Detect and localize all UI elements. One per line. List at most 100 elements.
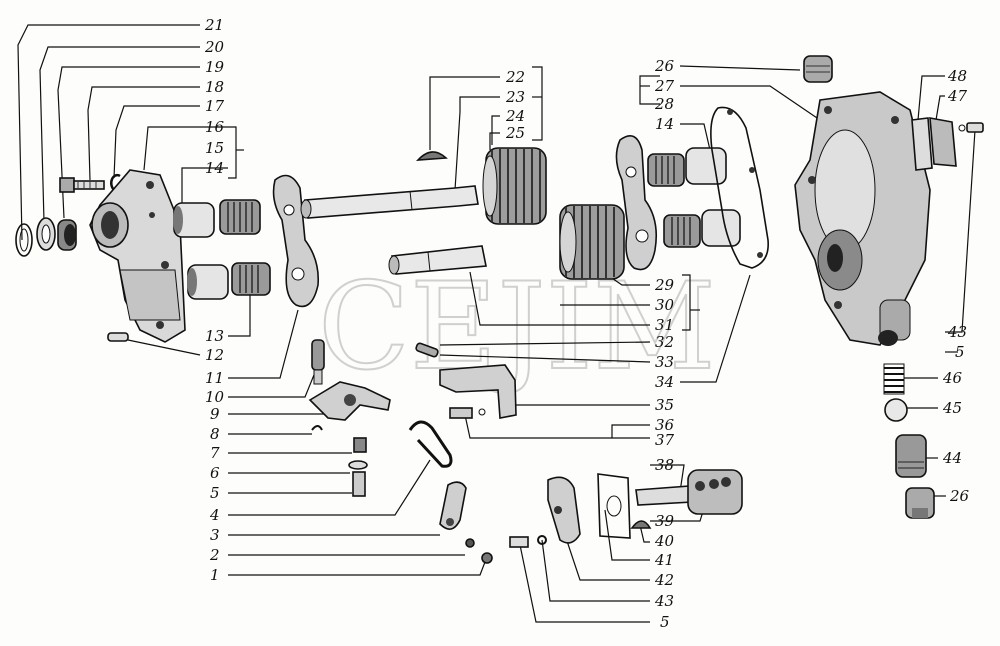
part-nut-1 — [481, 552, 493, 564]
label-1: 1 — [210, 566, 220, 584]
part-bolt-cover — [958, 122, 984, 133]
label-20: 20 — [204, 38, 225, 56]
part-valve-spring — [883, 363, 905, 395]
label-2: 2 — [209, 546, 220, 564]
label-37: 37 — [655, 431, 675, 449]
part-number-labels: 21 20 19 18 17 16 15 14 13 12 11 10 9 8 … — [204, 16, 970, 631]
part-bushing-lower — [187, 264, 229, 300]
label-32: 32 — [655, 333, 674, 351]
part-gasket-left — [272, 174, 320, 308]
part-plug-top — [803, 55, 833, 83]
part-drive-shaft — [300, 185, 479, 219]
label-44: 44 — [942, 449, 962, 467]
part-retaining-ring — [15, 223, 33, 257]
part-drive-gear — [482, 147, 547, 225]
label-43: 43 — [654, 592, 674, 610]
part-pin-10 — [311, 339, 325, 385]
part-screw-7 — [353, 437, 367, 453]
part-body-gasket — [710, 106, 769, 269]
part-needle-bearing-right-upper — [647, 153, 685, 187]
label-27: 27 — [654, 77, 675, 95]
part-driven-gear — [559, 204, 625, 280]
label-33: 33 — [655, 353, 674, 371]
part-bushing-upper — [173, 202, 215, 238]
part-bushing-right-upper — [685, 147, 727, 185]
label-5-right: 5 — [955, 343, 965, 361]
part-needle-bearing-lower — [231, 262, 271, 296]
label-34: 34 — [655, 373, 674, 391]
leader-lines — [17, 24, 976, 623]
part-washer-43 — [537, 535, 547, 545]
label-24: 24 — [505, 107, 525, 125]
label-28: 28 — [654, 95, 674, 113]
label-9: 9 — [210, 405, 220, 423]
part-cotter-8 — [311, 425, 323, 431]
label-6: 6 — [210, 464, 220, 482]
part-valve-ball — [884, 398, 908, 422]
label-11: 11 — [205, 369, 224, 387]
label-26-top: 26 — [654, 57, 675, 75]
part-valve-cover — [929, 117, 957, 167]
part-plunger — [635, 469, 743, 515]
part-washer-6 — [348, 460, 368, 470]
part-pin-32 — [415, 342, 439, 358]
part-gasket-41 — [597, 473, 631, 539]
label-12: 12 — [205, 346, 224, 364]
label-22: 22 — [505, 68, 525, 86]
label-36: 36 — [655, 416, 675, 434]
part-bushing-right-lower — [701, 209, 741, 247]
label-8: 8 — [210, 425, 220, 443]
part-seal — [57, 219, 77, 251]
label-35: 35 — [655, 396, 674, 414]
part-dowel-pin — [107, 332, 129, 342]
part-gasket-middle — [615, 134, 658, 271]
part-bolt-36 — [449, 407, 486, 419]
label-48: 48 — [947, 67, 967, 85]
part-washer — [36, 217, 56, 251]
label-46: 46 — [942, 369, 963, 387]
part-needle-bearing-right-lower — [663, 214, 701, 248]
label-5-lower: 5 — [660, 613, 670, 631]
part-lever-9 — [308, 381, 391, 421]
label-45: 45 — [942, 399, 962, 417]
part-bolt-5-lower — [509, 536, 529, 548]
part-spring-clip-4 — [408, 420, 453, 468]
part-driven-shaft — [388, 245, 487, 275]
label-26-bottom: 26 — [949, 487, 970, 505]
label-10: 10 — [205, 388, 225, 406]
label-13: 13 — [205, 327, 224, 345]
label-4: 4 — [209, 506, 220, 524]
label-21: 21 — [204, 16, 224, 34]
label-31: 31 — [655, 316, 674, 334]
label-14: 14 — [205, 159, 224, 177]
label-43-right: 43 — [947, 323, 967, 341]
label-41: 41 — [654, 551, 674, 569]
part-cover-42 — [547, 476, 581, 544]
part-bolt-18 — [59, 177, 105, 193]
part-key-40 — [630, 520, 652, 529]
label-29: 29 — [654, 276, 675, 294]
part-lever-3 — [439, 481, 467, 530]
part-key — [416, 151, 448, 161]
part-needle-bearing-upper — [219, 199, 261, 235]
part-plug-bottom — [905, 487, 935, 519]
label-15: 15 — [205, 139, 224, 157]
label-39: 39 — [655, 512, 675, 530]
label-42: 42 — [654, 571, 674, 589]
part-stud-5 — [352, 471, 366, 497]
part-cover-gasket — [911, 117, 933, 171]
label-18: 18 — [205, 78, 224, 96]
label-38: 38 — [655, 456, 674, 474]
label-16: 16 — [205, 118, 225, 136]
label-40: 40 — [654, 532, 675, 550]
label-17: 17 — [205, 97, 225, 115]
part-bracket-35 — [439, 364, 517, 419]
label-47: 47 — [947, 87, 968, 105]
label-7: 7 — [210, 444, 220, 462]
label-14-right: 14 — [655, 115, 674, 133]
label-25: 25 — [505, 124, 525, 142]
watermark: CEJIM — [318, 258, 716, 397]
part-pump-cover — [89, 169, 186, 343]
